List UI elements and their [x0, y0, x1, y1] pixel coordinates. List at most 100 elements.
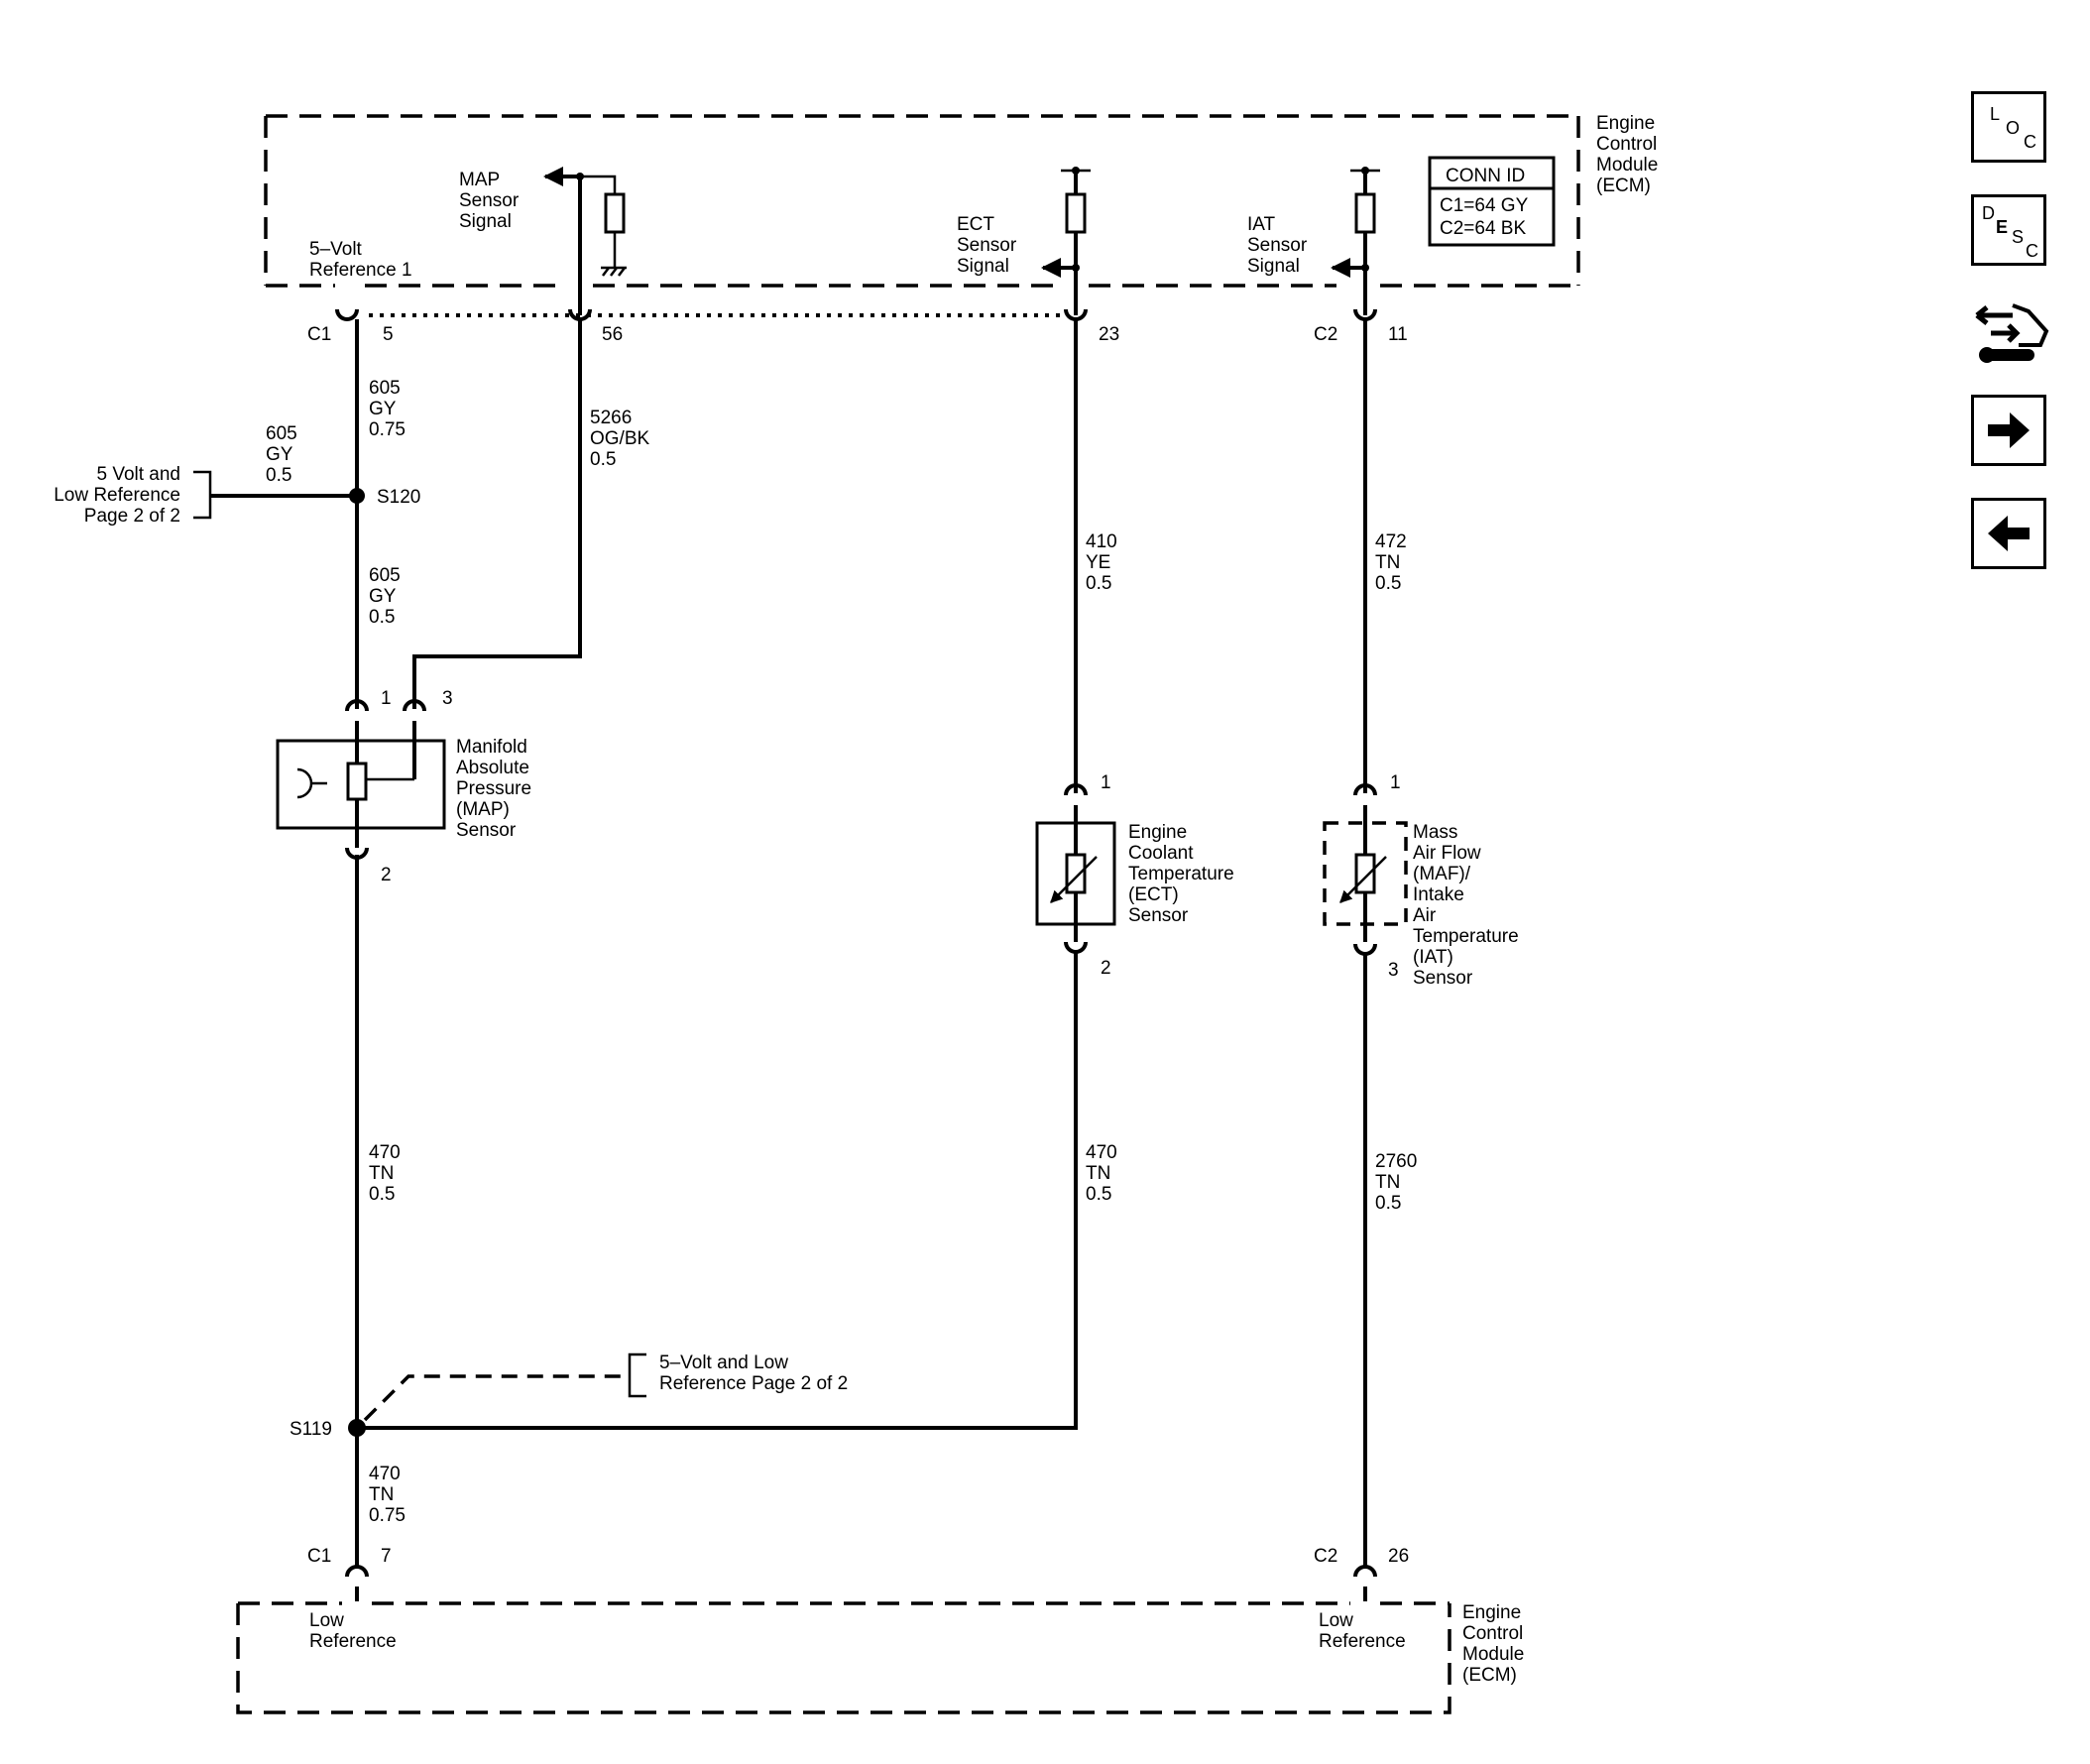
label-line: 0.5 — [369, 1184, 395, 1205]
label-line: 2760 — [1375, 1151, 1417, 1172]
label-line: Temperature — [1413, 926, 1519, 947]
reference-bracket-s120 — [193, 470, 212, 520]
pin-11-label: 11 — [1388, 324, 1408, 345]
label-line: 605 — [369, 565, 401, 586]
label-line: 0.5 — [1086, 1184, 1111, 1205]
label-line: 0.75 — [369, 1505, 406, 1526]
label-line: Sensor — [459, 190, 520, 211]
connector-icon-button[interactable] — [1971, 294, 2050, 373]
ecm-bottom-box — [236, 1601, 1451, 1714]
label-line: 0.75 — [369, 419, 406, 440]
reference-dashed-s119 — [363, 1374, 625, 1422]
maf-iat-pin-1-label: 1 — [1390, 772, 1401, 793]
pin-23-label: 23 — [1099, 324, 1119, 345]
label-line: Low — [309, 1610, 344, 1631]
label-line: Pressure — [456, 778, 531, 799]
label-line: 5 Volt and — [96, 464, 180, 485]
desc-letter-s: S — [2012, 227, 2025, 247]
label-line: Engine — [1462, 1602, 1521, 1623]
iat-signal-internal-circuit — [1331, 167, 1380, 315]
connector-icon — [1975, 303, 2049, 363]
maf-iat-pin-3-label: 3 — [1388, 960, 1399, 981]
label-line: 470 — [369, 1142, 401, 1163]
next-arrow-icon — [1988, 412, 2030, 448]
conn-id-c2: C2=64 BK — [1440, 218, 1526, 239]
label-line: (IAT) — [1413, 947, 1453, 968]
pin-56-label: 56 — [602, 324, 623, 345]
next-button[interactable] — [1971, 395, 2046, 466]
label-line: GY — [266, 444, 293, 465]
previous-button[interactable] — [1971, 498, 2046, 569]
label-line: TN — [369, 1163, 394, 1184]
label-line: 605 — [266, 423, 297, 444]
c2-top-label: C2 — [1314, 324, 1337, 345]
label-line: 0.5 — [1375, 1193, 1401, 1214]
desc-letter-e: E — [1996, 217, 2009, 237]
label-line: Low — [1319, 1610, 1353, 1631]
wire-470-ect — [357, 950, 1078, 1430]
conn-id-table: CONN ID C1=64 GY C2=64 BK — [1428, 156, 1556, 247]
label-line: Reference — [309, 1631, 397, 1652]
loc-button[interactable]: L O C — [1971, 91, 2046, 163]
label-line: Temperature — [1128, 864, 1234, 884]
label-line: Air Flow — [1413, 843, 1481, 864]
map-pin-3-label: 3 — [442, 688, 453, 709]
map-pin-2-label: 2 — [381, 865, 392, 885]
label-line: Control — [1462, 1623, 1523, 1644]
desc-letter-c: C — [2026, 241, 2038, 261]
conn-id-c1: C1=64 GY — [1440, 195, 1529, 216]
label-line: 605 — [369, 378, 401, 399]
ecm-top-box — [264, 114, 1580, 288]
label-line: Signal — [957, 256, 1009, 277]
pin-5-label: 5 — [383, 324, 394, 345]
label-line: Reference Page 2 of 2 — [659, 1373, 848, 1394]
loc-letter-c: C — [2024, 132, 2036, 152]
label-line: Reference — [1319, 1631, 1406, 1652]
splice-s119-label: S119 — [290, 1419, 332, 1440]
label-line: Sensor — [957, 235, 1017, 256]
c1-bottom-label: C1 — [307, 1546, 331, 1567]
label-line: (ECM) — [1596, 176, 1651, 196]
c1-top-label: C1 — [307, 324, 331, 345]
label-line: (MAP) — [456, 799, 510, 820]
label-line: Sensor — [1413, 968, 1473, 989]
label-line: Manifold — [456, 737, 527, 758]
label-line: 470 — [369, 1464, 401, 1484]
desc-button[interactable]: D E S C — [1971, 194, 2046, 266]
label-line: 0.5 — [1086, 573, 1111, 594]
map-pin-1-label: 1 — [381, 688, 392, 709]
label-line: Engine — [1596, 113, 1655, 134]
label-line: (ECM) — [1462, 1665, 1517, 1686]
label-line: GY — [369, 399, 397, 419]
ect-pin-1-label: 1 — [1101, 772, 1111, 793]
label-line: Signal — [459, 211, 512, 232]
loc-letter-l: L — [1990, 104, 2001, 124]
label-line: Sensor — [456, 820, 517, 841]
label-line: Absolute — [456, 758, 529, 778]
label-line: Page 2 of 2 — [84, 506, 180, 527]
splice-s119 — [348, 1419, 366, 1437]
label-line: TN — [369, 1484, 394, 1505]
label-line: Signal — [1247, 256, 1300, 277]
previous-arrow-icon — [1988, 516, 2030, 551]
label-line: (MAF)/ — [1413, 864, 1471, 884]
desc-letter-d: D — [1982, 203, 1995, 223]
